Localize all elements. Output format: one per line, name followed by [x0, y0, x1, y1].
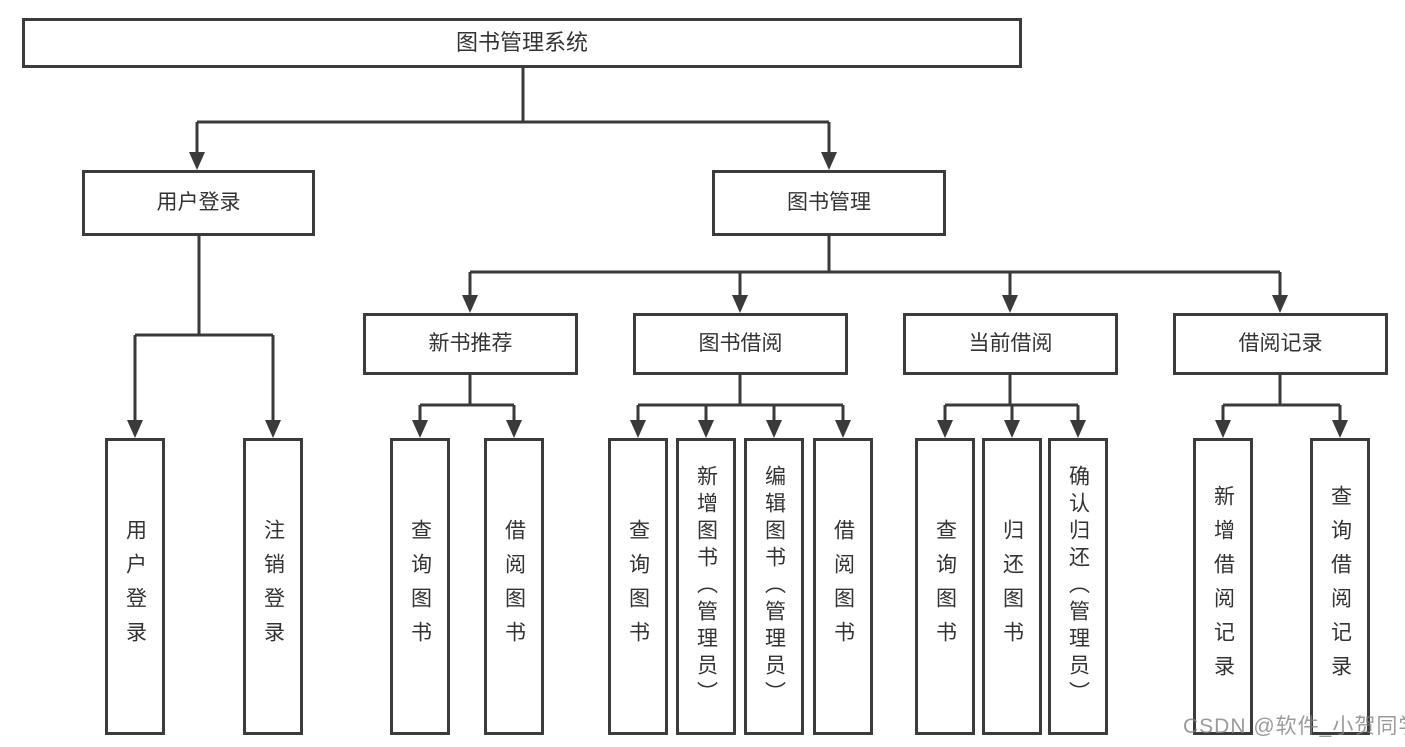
leaf-query-borrow-record: 查询借阅记录: [1310, 438, 1370, 735]
leaf-return-books: 归还图书: [982, 438, 1042, 735]
node-book-borrow: 图书借阅: [633, 313, 848, 375]
leaf-logout: 注销登录: [243, 438, 303, 735]
leaf-query-books-borrow: 查询图书: [608, 438, 668, 735]
connector-recommend-children: [412, 375, 522, 438]
node-borrow-records: 借阅记录: [1173, 313, 1388, 375]
node-new-book-recommend: 新书推荐: [363, 313, 578, 375]
connector-current-children: [937, 375, 1086, 438]
connector-records-children: [1215, 375, 1348, 438]
leaf-borrow-books: 借阅图书: [813, 438, 873, 735]
csdn-watermark: CSDN @软件_小贺同学: [1183, 715, 1405, 738]
leaf-confirm-return-admin: 确认归还（管理员）: [1048, 438, 1108, 735]
connector-book-mgmt-to-level3: [462, 236, 1288, 313]
node-user-login: 用户登录: [82, 170, 315, 236]
leaf-query-books-current: 查询图书: [915, 438, 975, 735]
connector-user-login-children: [127, 236, 281, 438]
leaf-query-books-recommend: 查询图书: [390, 438, 450, 735]
leaf-add-borrow-record: 新增借阅记录: [1193, 438, 1253, 735]
node-current-borrow: 当前借阅: [903, 313, 1118, 375]
node-library-management-system: 图书管理系统: [22, 18, 1022, 68]
leaf-edit-books-admin: 编辑图书（管理员）: [744, 438, 804, 735]
leaf-user-login: 用户登录: [105, 438, 165, 735]
leaf-add-books-admin: 新增图书（管理员）: [676, 438, 736, 735]
leaf-borrow-books-recommend: 借阅图书: [484, 438, 544, 735]
connector-root-to-level2: [189, 68, 837, 170]
node-book-management: 图书管理: [712, 170, 946, 236]
connector-borrow-children: [630, 375, 851, 438]
